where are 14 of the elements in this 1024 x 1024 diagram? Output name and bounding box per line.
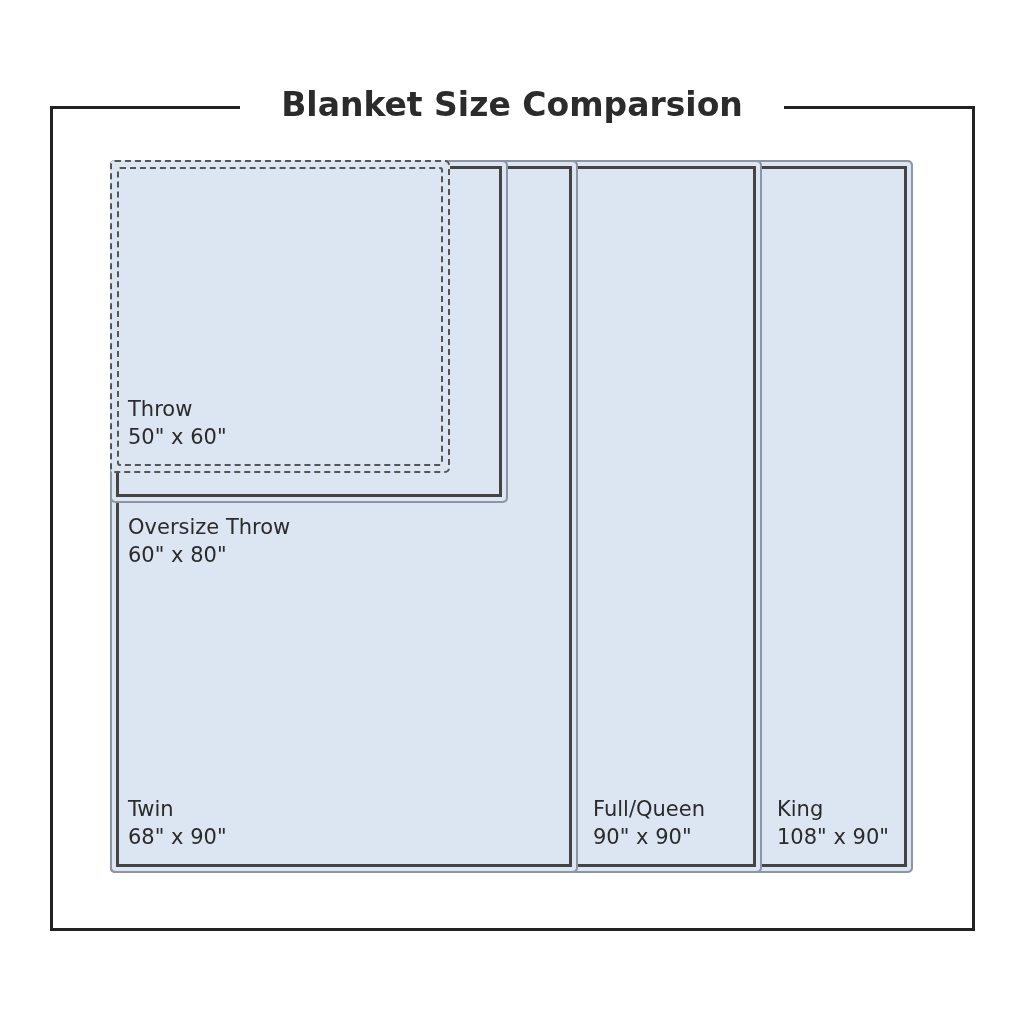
- blanket-outline: [110, 160, 578, 873]
- dimension-text: 60" x 80": [128, 542, 228, 569]
- blanket-outline: [110, 160, 762, 873]
- blanket-name: Throw: [128, 396, 194, 423]
- blanket-name: Twin: [128, 796, 175, 823]
- dimension-text: 90" x 90": [593, 824, 693, 851]
- blanket-name: Full/Queen: [593, 796, 705, 823]
- dimension-text: 108" x 90": [777, 824, 889, 851]
- blanket-outline: [110, 160, 913, 873]
- blanket-outline: [110, 160, 450, 473]
- dimension-text: 50" x 60": [128, 424, 227, 451]
- blanket-name: King: [777, 796, 825, 823]
- dimension-text: 68" x 90": [128, 824, 227, 851]
- blanket-name: Oversize Throw: [128, 514, 291, 541]
